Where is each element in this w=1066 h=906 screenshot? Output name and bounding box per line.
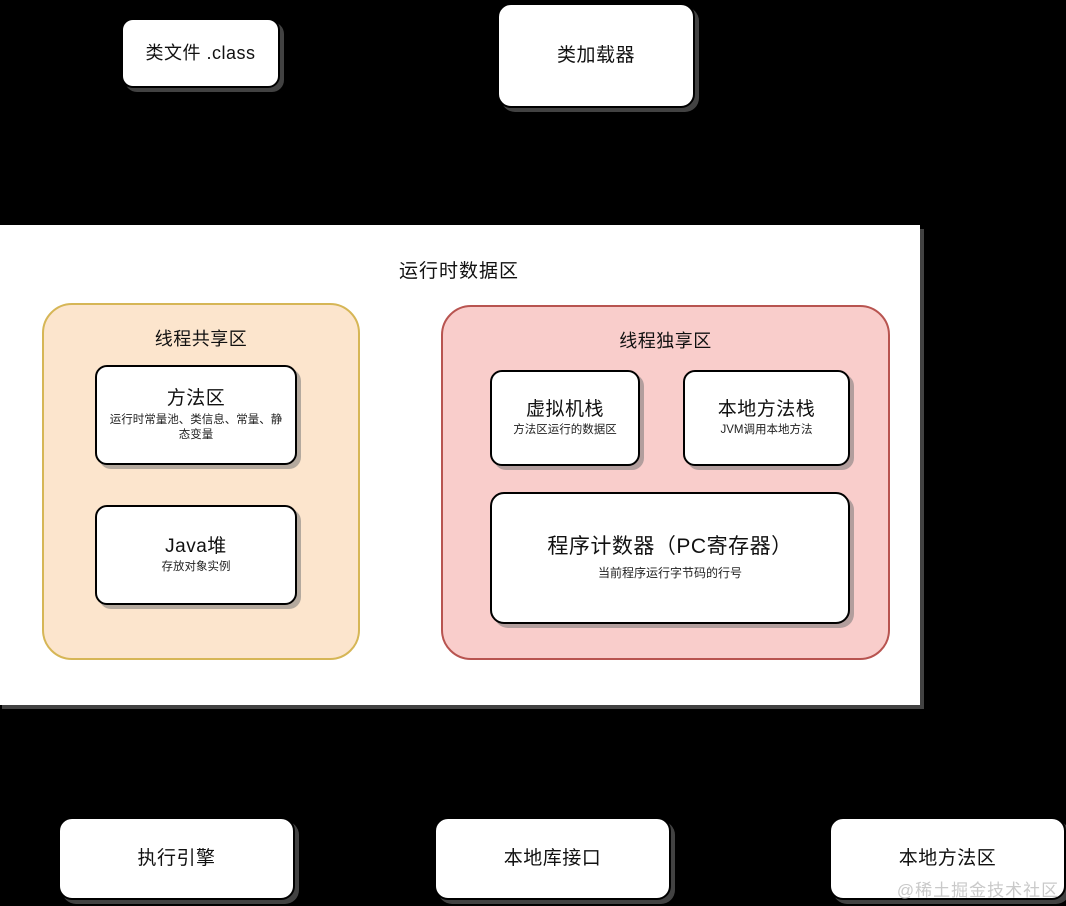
native-method-stack-node[interactable]: 本地方法栈 JVM调用本地方法 (683, 370, 850, 466)
method-area-subtitle: 运行时常量池、类信息、常量、静态变量 (109, 413, 283, 441)
native-library-interface-label: 本地库接口 (503, 847, 602, 869)
runtime-data-area-title: 运行时数据区 (398, 261, 519, 282)
execution-engine-label: 执行引擎 (137, 847, 216, 869)
pc-register-title: 程序计数器（PC寄存器） (547, 535, 793, 559)
native-method-stack-subtitle: JVM调用本地方法 (720, 424, 813, 437)
vm-stack-title: 虚拟机栈 (525, 398, 604, 420)
native-method-stack-title: 本地方法栈 (717, 398, 816, 420)
thread-shared-region-title: 线程共享区 (154, 329, 248, 349)
java-heap-node[interactable]: Java堆 存放对象实例 (95, 505, 297, 605)
java-heap-title: Java堆 (165, 535, 227, 557)
pc-register-subtitle: 当前程序运行字节码的行号 (597, 566, 742, 581)
method-area-node[interactable]: 方法区 运行时常量池、类信息、常量、静态变量 (95, 365, 297, 465)
class-file-node[interactable]: 类文件 .class (121, 18, 280, 88)
class-loader-node[interactable]: 类加载器 (497, 3, 695, 108)
native-method-area-node[interactable]: 本地方法区 (829, 817, 1066, 900)
vm-stack-subtitle: 方法区运行的数据区 (513, 424, 617, 437)
method-area-title: 方法区 (166, 388, 226, 410)
java-heap-subtitle: 存放对象实例 (161, 561, 231, 574)
pc-register-node[interactable]: 程序计数器（PC寄存器） 当前程序运行字节码的行号 (490, 492, 850, 624)
thread-exclusive-region-title: 线程独享区 (619, 331, 712, 351)
execution-engine-node[interactable]: 执行引擎 (58, 817, 295, 900)
native-library-interface-node[interactable]: 本地库接口 (434, 817, 671, 900)
vm-stack-node[interactable]: 虚拟机栈 方法区运行的数据区 (490, 370, 640, 466)
thread-shared-region: 线程共享区 (42, 303, 360, 660)
class-file-label: 类文件 .class (145, 42, 256, 63)
native-method-area-label: 本地方法区 (898, 847, 997, 869)
class-loader-label: 类加载器 (556, 44, 635, 66)
